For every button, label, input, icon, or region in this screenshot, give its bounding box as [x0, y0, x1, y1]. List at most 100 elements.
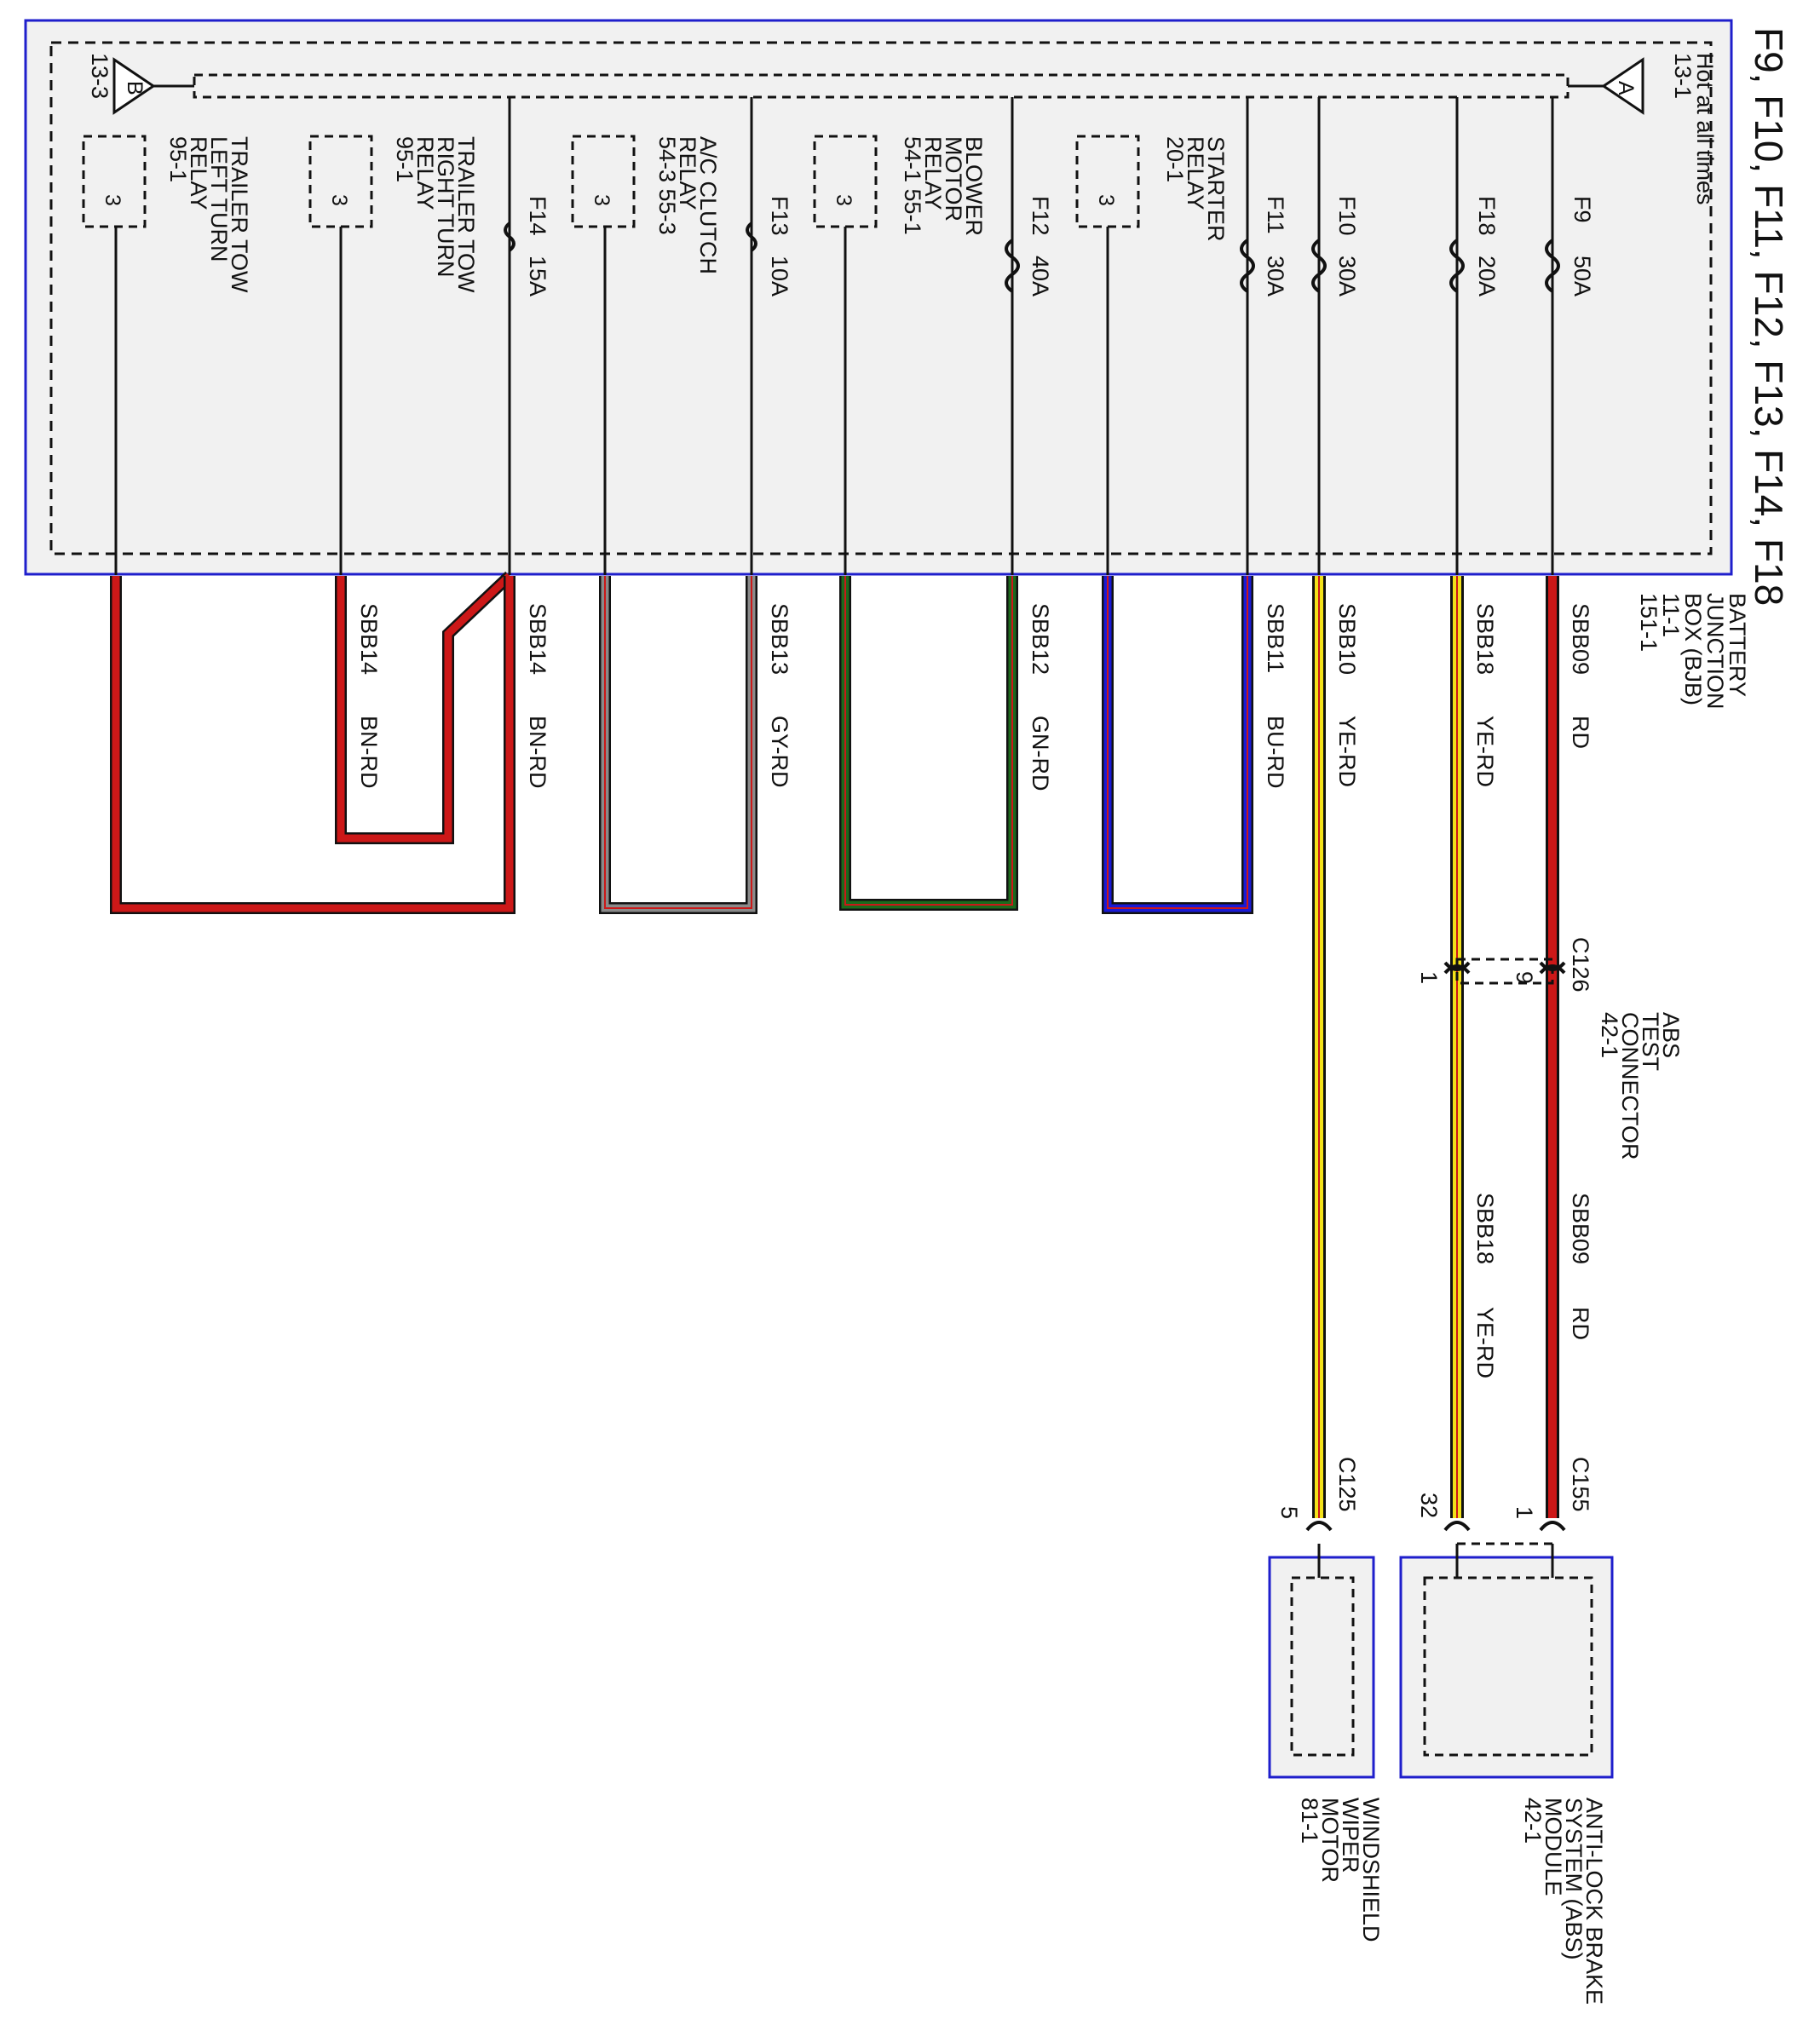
- relay-label-line: RELAY: [1183, 136, 1208, 210]
- c126-pin1-symbol: [1443, 964, 1471, 975]
- bus-connector-a: A Hot at all times 13-1: [1601, 53, 1718, 205]
- hot-at-all-times-label: Hot at all times: [1692, 53, 1718, 205]
- c126-label-line: 42-1: [1597, 1012, 1622, 1058]
- connector-a-ref: 13-1: [1670, 53, 1696, 99]
- wire-circuit: SBB12: [1028, 603, 1053, 675]
- wire-sbb14-left-loop: [110, 576, 515, 914]
- bjb-label-line: JUNCTION: [1702, 593, 1728, 710]
- fuse-rating: 20A: [1474, 256, 1500, 296]
- fuse-rating: 15A: [525, 256, 550, 296]
- wire-sbb14-right-loop: [335, 571, 514, 844]
- wire-color: BN-RD: [356, 716, 382, 789]
- c126-pin-a: 9: [1512, 971, 1537, 984]
- abs-module-inner: [1423, 1576, 1593, 1757]
- bjb-label-line: BOX (BJB): [1680, 593, 1706, 705]
- fuse-rating: 30A: [1334, 256, 1360, 296]
- c126-label-line: TEST: [1638, 1012, 1663, 1071]
- abs-label-line: 42-1: [1520, 1798, 1546, 1844]
- wire-color: RD: [1568, 1307, 1593, 1340]
- relay-label-line: RELAY: [412, 136, 438, 210]
- relay-pin: 3: [327, 194, 351, 206]
- c125-pin: 5: [1276, 1506, 1302, 1519]
- abs-module: ANTI-LOCK BRAKE SYSTEM (ABS) MODULE 42-1: [1399, 1544, 1614, 2005]
- wiper-motor: WINDSHIELD WIPER MOTOR 81-1: [1268, 1544, 1384, 1942]
- wire-color: YE-RD: [1472, 716, 1498, 787]
- wire-labels-lower: SBB09 RD SBB18 YE-RD: [1472, 1193, 1593, 1378]
- wire-color: RD: [1568, 716, 1593, 749]
- relay-label-line: A/C CLUTCH: [695, 136, 721, 274]
- connector-b-triangle: [112, 57, 156, 115]
- fuse-f10-symbol: [1311, 239, 1327, 293]
- fuse-id: F10: [1334, 196, 1360, 236]
- wire-sbb13-loop: [599, 576, 757, 914]
- abs-label-line: MODULE: [1541, 1798, 1566, 1896]
- fuse-id: F12: [1028, 196, 1053, 236]
- wire-circuit: SBB09: [1568, 603, 1593, 675]
- relay-label-line: 95-1: [165, 136, 191, 182]
- relay-pin: 3: [101, 194, 124, 206]
- c125-connector: C125 5: [1276, 1457, 1360, 1532]
- c155-connector: C155 1 32: [1416, 1457, 1593, 1545]
- c155-pin-a: 1: [1512, 1506, 1537, 1519]
- relays: 3 STARTER RELAY 20-1 3 BLOWER MOTOR RELA…: [82, 135, 1229, 575]
- trailer-tow-left-relay-box: [82, 135, 147, 228]
- fuse-labels: F9 50A F18 20A F10 30A F11 30A F12 40A F…: [525, 196, 1595, 296]
- fuse-id: F13: [767, 196, 792, 236]
- c126-name: C126: [1568, 937, 1593, 992]
- relay-label-line: TRAILER TOW: [227, 136, 252, 293]
- c125-name: C125: [1334, 1457, 1360, 1512]
- wire-color: GY-RD: [767, 716, 792, 788]
- wire-color: BU-RD: [1263, 716, 1288, 789]
- abs-label-line: SYSTEM (ABS): [1561, 1798, 1587, 1960]
- c126-pin-b: 1: [1416, 971, 1442, 984]
- connector-a-letter: A: [1614, 81, 1638, 95]
- c125-pin5-symbol: [1305, 1521, 1333, 1532]
- wire-color: GN-RD: [1028, 716, 1053, 791]
- wire-circuit: SBB18: [1472, 1193, 1498, 1264]
- c155-pin32-symbol: [1443, 1521, 1471, 1532]
- fuse-id: F11: [1263, 196, 1288, 234]
- bjb-inner-boundary: [49, 41, 1713, 555]
- wire-circuit: SBB11: [1263, 603, 1288, 673]
- c126-label-line: CONNECTOR: [1617, 1012, 1643, 1160]
- relay-pin: 3: [590, 194, 613, 206]
- c126-connector: C126 9 1 ABS TEST CONNECTOR 42-1: [1416, 937, 1684, 1160]
- relay-label-line: RELAY: [186, 136, 211, 210]
- relay-label-line: 20-1: [1162, 136, 1188, 182]
- c126-dashed-link: [1455, 958, 1554, 985]
- relay-pin: 3: [832, 194, 855, 206]
- abs-label-line: ANTI-LOCK BRAKE: [1581, 1798, 1607, 2005]
- wire-circuit: SBB14: [525, 603, 550, 675]
- fuse-f14-symbol: [504, 222, 515, 252]
- wiper-motor-inner: [1290, 1576, 1355, 1757]
- bus-connector-b: B 13-3: [87, 53, 156, 115]
- diagram-title: F9, F10, F11, F12, F13, F14, F18: [1747, 27, 1791, 606]
- relay-label-line: 54-1 55-1: [900, 136, 925, 235]
- wire-circuit: SBB18: [1472, 603, 1498, 675]
- ac-clutch-relay-box: [571, 135, 636, 228]
- fuse-f13-symbol: [746, 222, 757, 252]
- relay-pin: 3: [1094, 194, 1118, 206]
- wire-circuit: SBB10: [1334, 603, 1360, 675]
- connector-a-triangle: [1601, 57, 1644, 115]
- relay-label-line: RIGHT TURN: [433, 136, 458, 278]
- c155-pin1-symbol: [1539, 1521, 1566, 1532]
- bjb-label-line: BATTERY: [1725, 593, 1750, 697]
- wire-labels: SBB09 RD SBB18 YE-RD SBB10 YE-RD SBB11 B…: [356, 603, 1593, 791]
- wiper-motor-box: [1268, 1556, 1375, 1779]
- relay-label-line: 54-3 55-3: [654, 136, 680, 235]
- wiper-label-line: 81-1: [1297, 1798, 1322, 1844]
- wire-circuit: SBB14: [356, 603, 382, 675]
- c155-pin-b: 32: [1416, 1493, 1442, 1518]
- fuse-feed-lines: [508, 97, 1554, 575]
- abs-module-box: [1399, 1556, 1614, 1779]
- wiper-label-line: WINDSHIELD: [1358, 1798, 1384, 1942]
- bjb-box: [24, 19, 1733, 576]
- relay-label-line: MOTOR: [941, 136, 966, 222]
- fuse-rating: 10A: [767, 256, 792, 296]
- fuse-id: F18: [1474, 196, 1500, 236]
- fuse-id: F14: [525, 196, 550, 236]
- fuse-f11-symbol: [1240, 239, 1255, 293]
- fuse-rating: 50A: [1569, 256, 1595, 296]
